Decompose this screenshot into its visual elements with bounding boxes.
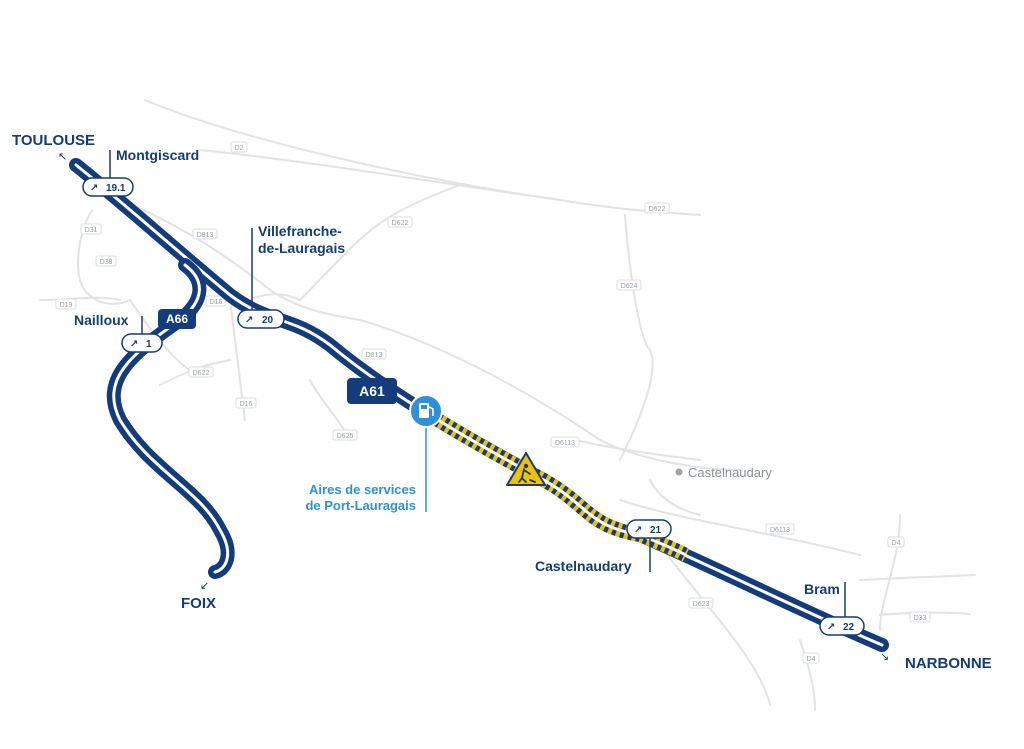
svg-text:21: 21 — [650, 525, 662, 536]
svg-text:Villefranche-: Villefranche- — [258, 223, 342, 239]
road-label: D624 — [616, 279, 642, 291]
minor-roads — [39, 99, 976, 711]
road-label: D622 — [188, 366, 214, 378]
svg-text:D624: D624 — [621, 283, 638, 290]
destination-toulouse: TOULOUSE ↖ — [12, 132, 95, 163]
svg-text:A66: A66 — [166, 312, 188, 326]
svg-text:FOIX: FOIX — [181, 595, 216, 612]
svg-text:D16: D16 — [240, 401, 253, 408]
svg-text:20: 20 — [262, 315, 274, 326]
exit-icon: ↗ — [90, 183, 98, 194]
road-label: D2 — [230, 141, 248, 153]
road-label: D6113 — [550, 436, 580, 448]
exit-icon: ↗ — [827, 622, 835, 633]
svg-text:de-Lauragais: de-Lauragais — [258, 240, 345, 256]
road-label: D622 — [644, 202, 670, 214]
svg-text:Nailloux: Nailloux — [74, 312, 129, 328]
destination-narbonne: ↘ NARBONNE — [880, 651, 992, 672]
svg-text:TOULOUSE: TOULOUSE — [12, 132, 95, 149]
svg-text:1: 1 — [146, 339, 152, 350]
road-label: D16 — [235, 397, 257, 409]
svg-text:D6113: D6113 — [770, 527, 790, 534]
fuel-pump-icon — [419, 403, 434, 418]
road-label: D6113 — [765, 523, 795, 535]
svg-text:D38: D38 — [100, 259, 113, 266]
svg-text:D622: D622 — [649, 206, 666, 213]
exit-20: Villefranche- de-Lauragais ↗ 20 — [237, 223, 345, 329]
a66-shield: A66 — [158, 309, 196, 329]
svg-text:A61: A61 — [359, 383, 385, 399]
service-area: Aires de services de Port-Lauragais — [305, 394, 443, 513]
svg-text:D2: D2 — [235, 145, 244, 152]
svg-text:D622: D622 — [392, 220, 409, 227]
svg-text:Castelnaudary: Castelnaudary — [535, 558, 632, 574]
svg-text:D6113: D6113 — [555, 440, 575, 447]
svg-text:D4: D4 — [807, 656, 816, 663]
road-label: D625 — [332, 429, 358, 441]
svg-text:D19: D19 — [60, 302, 73, 309]
exit-1: Nailloux ↗ 1 — [74, 312, 163, 353]
road-label: D4 — [802, 652, 820, 664]
roadworks-warning-icon — [506, 452, 546, 486]
svg-text:D4: D4 — [892, 540, 901, 547]
road-label: D31 — [80, 223, 102, 235]
road-label-group: D2 D622 D622 D813 D31 D38 D19 D16 D622 D… — [55, 141, 931, 664]
svg-text:NARBONNE: NARBONNE — [905, 655, 992, 672]
arrow-down-right-icon: ↘ — [880, 651, 889, 663]
road-label: D4 — [887, 536, 905, 548]
road-label: D16 — [205, 295, 227, 307]
road-label: D622 — [387, 216, 413, 228]
exit-icon: ↗ — [245, 315, 253, 326]
road-label: D33 — [909, 611, 931, 623]
exit-19-1: Montgiscard ↗ 19.1 — [82, 147, 199, 197]
svg-text:D623: D623 — [693, 601, 710, 608]
destination-foix: ↙ FOIX — [181, 580, 216, 612]
svg-text:Montgiscard: Montgiscard — [116, 147, 199, 163]
exit-22: Bram ↗ 22 — [804, 581, 865, 636]
svg-text:D625: D625 — [337, 433, 354, 440]
road-label: D38 — [95, 255, 117, 267]
a61-shield: A61 — [347, 378, 397, 404]
svg-text:19.1: 19.1 — [106, 183, 126, 194]
svg-text:D813: D813 — [197, 232, 214, 239]
road-label: D813 — [192, 228, 218, 240]
castelnaudary-town-marker: Castelnaudary — [675, 465, 772, 480]
svg-text:Bram: Bram — [804, 581, 840, 597]
svg-text:Castelnaudary: Castelnaudary — [688, 465, 772, 480]
svg-text:D813: D813 — [366, 352, 383, 359]
svg-text:D16: D16 — [210, 299, 223, 306]
exit-icon: ↗ — [634, 525, 642, 536]
svg-text:de Port-Lauragais: de Port-Lauragais — [305, 498, 416, 513]
svg-text:22: 22 — [843, 622, 855, 633]
arrow-down-left-icon: ↙ — [200, 580, 209, 592]
exit-icon: ↗ — [130, 339, 138, 350]
svg-text:D33: D33 — [914, 615, 927, 622]
exit-21: ↗ 21 Castelnaudary — [535, 519, 672, 574]
road-label: D623 — [688, 597, 714, 609]
svg-text:D31: D31 — [85, 227, 98, 234]
svg-text:Aires de services: Aires de services — [309, 482, 416, 497]
svg-text:D622: D622 — [193, 370, 210, 377]
roadworks-section — [426, 409, 690, 562]
road-label: D19 — [55, 298, 77, 310]
arrow-up-left-icon: ↖ — [58, 151, 67, 163]
road-label: D813 — [361, 348, 387, 360]
